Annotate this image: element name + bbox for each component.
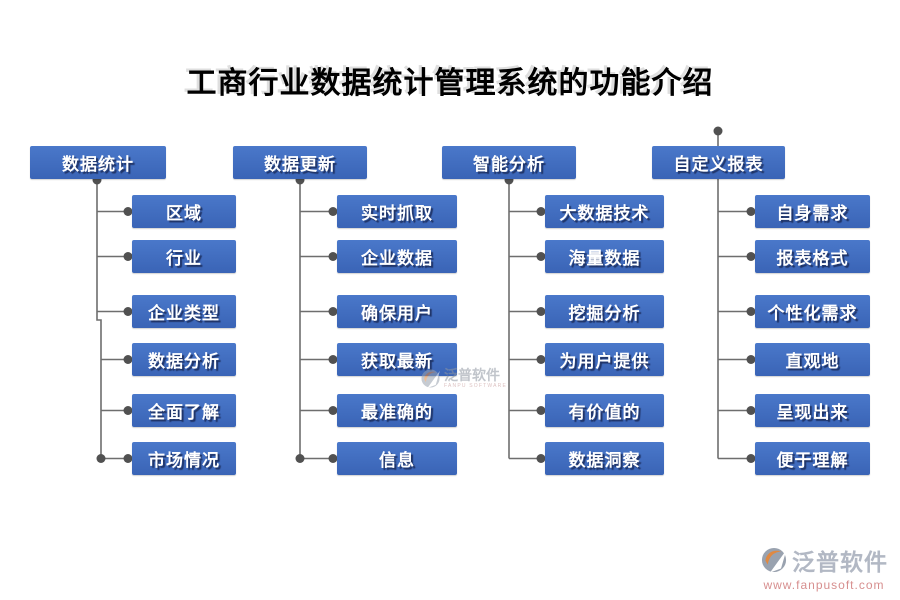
child-node-box: 数据洞察	[545, 442, 664, 475]
column-header-box: 数据统计	[30, 146, 166, 179]
watermark-url: www.fanpusoft.com	[763, 578, 885, 592]
fanpu-logo-icon	[420, 368, 441, 394]
child-node-box: 行业	[132, 240, 236, 273]
child-node-box: 有价值的	[545, 394, 664, 427]
child-node-box: 实时抓取	[337, 195, 457, 228]
child-node-box: 便于理解	[755, 442, 870, 475]
watermark-corner: 泛普软件 www.fanpusoft.com	[760, 543, 888, 592]
child-node-box: 市场情况	[132, 442, 236, 475]
child-node-box: 自身需求	[755, 195, 870, 228]
child-node-box: 确保用户	[337, 295, 457, 328]
child-node-box: 数据分析	[132, 343, 236, 376]
child-node-box: 挖掘分析	[545, 295, 664, 328]
child-node-box: 呈现出来	[755, 394, 870, 427]
child-node-box: 全面了解	[132, 394, 236, 427]
child-node-box: 企业类型	[132, 295, 236, 328]
watermark-brand-subtext: FANPU SOFTWARE	[444, 383, 508, 389]
watermark-brand-text: 泛普软件	[444, 367, 500, 383]
child-node-box: 直观地	[755, 343, 870, 376]
child-node-box: 区域	[132, 195, 236, 228]
child-node-box: 最准确的	[337, 394, 457, 427]
child-node-box: 获取最新	[337, 343, 457, 376]
diagram-title: 工商行业数据统计管理系统的功能介绍	[186, 67, 714, 100]
column-header-box: 自定义报表	[652, 146, 785, 179]
child-node-box: 企业数据	[337, 240, 457, 273]
child-node-box: 信息	[337, 442, 457, 475]
child-node-box: 个性化需求	[755, 295, 870, 328]
child-node-box: 海量数据	[545, 240, 664, 273]
fanpu-logo-icon	[760, 546, 788, 574]
column-header-box: 数据更新	[233, 146, 367, 179]
column-header-box: 智能分析	[442, 146, 576, 179]
watermark-center: 泛普软件 FANPU SOFTWARE	[420, 368, 507, 394]
child-node-box: 大数据技术	[545, 195, 664, 228]
child-node-box: 为用户提供	[545, 343, 664, 376]
child-node-box: 报表格式	[755, 240, 870, 273]
watermark-brand-text: 泛普软件	[792, 549, 888, 575]
